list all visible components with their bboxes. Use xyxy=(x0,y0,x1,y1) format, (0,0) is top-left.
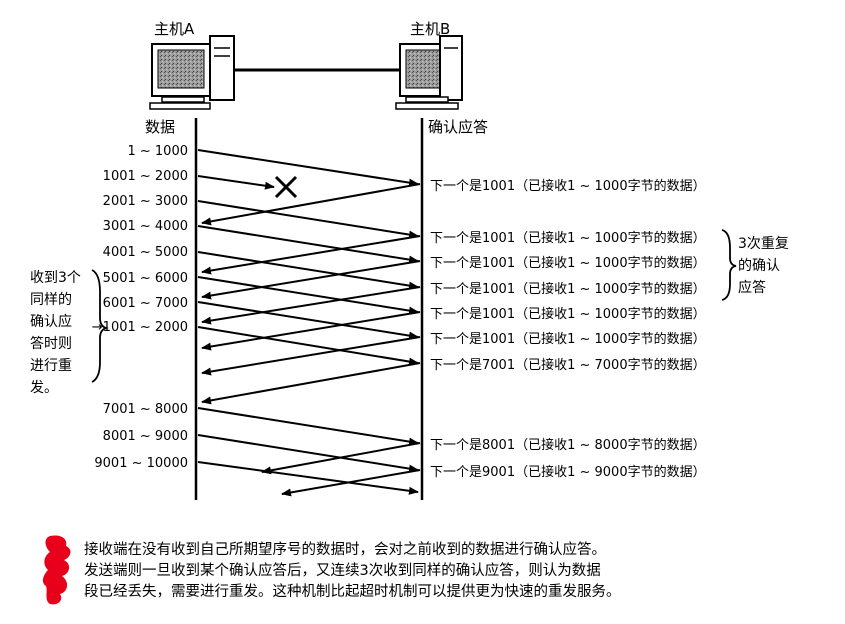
segment-label: 4001 ~ 5000 xyxy=(103,245,188,260)
ack-label: 下一个是1001（已接收1 ~ 1000字节的数据） xyxy=(430,281,706,297)
data-arrow xyxy=(197,407,419,446)
ack-arrow xyxy=(201,336,421,376)
caption-line: 段已经丢失，需要进行重发。这种机制比起超时机制可以提供更为快速的重发服务。 xyxy=(84,584,621,600)
data-arrow xyxy=(197,434,419,473)
data-arrow xyxy=(197,301,419,340)
segment-labels: 1 ~ 1000 1001 ~ 2000 2001 ~ 3000 3001 ~ … xyxy=(92,144,188,471)
host-b-computer-icon xyxy=(395,35,463,110)
note-line: 答时则 xyxy=(30,335,72,352)
retransmit-brace xyxy=(91,269,109,383)
note-line: 应答 xyxy=(738,279,766,296)
ack-labels: 下一个是1001（已接收1 ~ 1000字节的数据） 下一个是1001（已接收1… xyxy=(430,178,706,480)
note-line: 收到3个 xyxy=(30,270,81,286)
packet-lost-icon xyxy=(274,175,298,199)
note-line: 的确认 xyxy=(738,258,780,274)
data-column-heading: 数据 xyxy=(145,118,175,136)
host-a-label: 主机A xyxy=(154,20,195,38)
segment-label: 2001 ~ 3000 xyxy=(103,194,188,209)
duplicate-ack-brace xyxy=(721,229,737,301)
lost-data-arrow xyxy=(197,175,275,190)
segment-label: 1 ~ 1000 xyxy=(127,144,188,159)
ack-arrows xyxy=(201,183,421,497)
ack-label: 下一个是8001（已接收1 ~ 8000字节的数据） xyxy=(430,437,706,453)
caption-line: 接收端在没有收到自己所期望序号的数据时，会对之前收到的数据进行确认应答。 xyxy=(84,542,606,558)
ack-arrow xyxy=(201,362,421,405)
retransmit-note: 收到3个 同样的 确认应 答时则 进行重 发。 xyxy=(30,270,81,396)
data-arrow xyxy=(197,276,419,315)
ack-label: 下一个是1001（已接收1 ~ 1000字节的数据） xyxy=(430,255,706,271)
ack-label: 下一个是1001（已接收1 ~ 1000字节的数据） xyxy=(430,178,706,194)
segment-label: 1001 ~ 2000 xyxy=(103,169,188,184)
ack-label: 下一个是9001（已接收1 ~ 9000字节的数据） xyxy=(430,464,706,480)
ack-label: 下一个是1001（已接收1 ~ 1000字节的数据） xyxy=(430,331,706,347)
segment-label: 9001 ~ 10000 xyxy=(94,456,188,471)
note-line: 同样的 xyxy=(30,292,72,308)
ack-arrow xyxy=(201,235,421,275)
segment-label: 6001 ~ 7000 xyxy=(103,296,188,311)
ack-arrow xyxy=(201,286,421,325)
sequence-diagram: 主机A 主机B 数据 确认应答 1 ~ 1000 1001 ~ 2000 200… xyxy=(30,20,789,500)
caption: 接收端在没有收到自己所期望序号的数据时，会对之前收到的数据进行确认应答。 发送端… xyxy=(84,540,784,603)
ack-arrow xyxy=(201,183,421,226)
ack-label: 下一个是1001（已接收1 ~ 1000字节的数据） xyxy=(430,230,706,246)
retransmit-arrow xyxy=(197,326,419,366)
ack-column-heading: 确认应答 xyxy=(428,118,488,136)
data-arrow xyxy=(197,200,419,239)
note-line: 进行重 xyxy=(30,358,72,374)
host-b-label: 主机B xyxy=(410,20,450,38)
note-line: 发。 xyxy=(30,380,58,396)
note-line: 3次重复 xyxy=(738,235,789,252)
data-arrows xyxy=(197,149,419,495)
segment-label: 8001 ~ 9000 xyxy=(103,429,188,444)
ack-arrow xyxy=(201,311,421,351)
data-arrow xyxy=(197,461,419,495)
segment-label: 7001 ~ 8000 xyxy=(103,402,188,417)
segment-label-retransmit: →1001 ~ 2000 xyxy=(92,320,188,335)
host-a-computer-icon xyxy=(149,35,235,110)
ack-arrow xyxy=(261,442,421,475)
caption-line: 发送端则一旦收到某个确认应答后，又连续3次收到同样的确认应答，则认为数据 xyxy=(84,563,601,579)
data-arrow xyxy=(197,149,419,187)
duplicate-ack-note: 3次重复 的确认 应答 xyxy=(738,235,789,296)
data-arrow xyxy=(197,225,419,264)
data-arrow xyxy=(197,251,419,290)
ack-label: 下一个是1001（已接收1 ~ 1000字节的数据） xyxy=(430,306,706,322)
ack-arrow xyxy=(281,469,421,497)
segment-label: 5001 ~ 6000 xyxy=(103,271,188,286)
ack-label: 下一个是7001（已接收1 ~ 7000字节的数据） xyxy=(430,357,706,373)
note-line: 确认应 xyxy=(30,313,72,330)
segment-label: 3001 ~ 4000 xyxy=(103,219,188,234)
red-bullet-icon xyxy=(42,535,71,605)
ack-arrow xyxy=(201,260,421,300)
